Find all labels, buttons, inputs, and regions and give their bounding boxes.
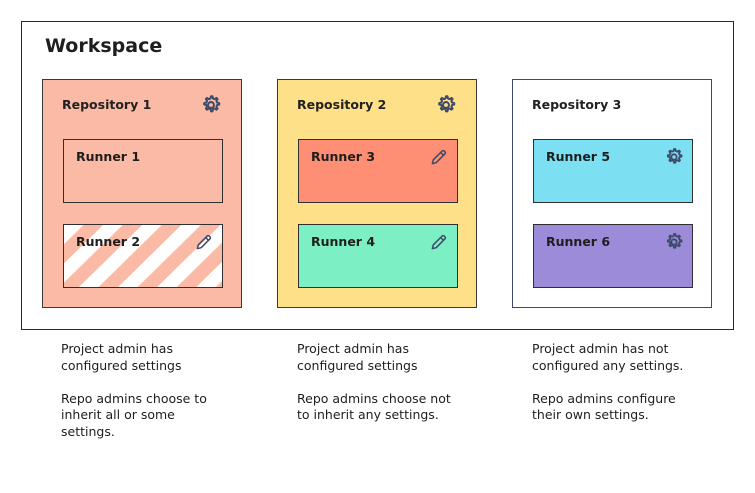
runner-card-4[interactable]: Runner 4 — [298, 224, 458, 288]
runner-label: Runner 5 — [546, 149, 611, 164]
caption-repository-2: Project admin has configured settings Re… — [297, 341, 462, 440]
repository-card-2: Repository 2 Runner 3 Runner 4 — [277, 79, 477, 308]
runner-card-5[interactable]: Runner 5 — [533, 139, 693, 203]
runner-label: Runner 2 — [76, 234, 141, 249]
gear-icon[interactable] — [435, 94, 457, 116]
repository-title: Repository 1 — [62, 97, 152, 112]
repository-card-1: Repository 1 Runner 1 Runner 2 — [42, 79, 242, 308]
runner-label: Runner 4 — [311, 234, 376, 249]
pencil-icon[interactable] — [429, 232, 449, 252]
repository-card-3: Repository 3 Runner 5 Runner 6 — [512, 79, 712, 308]
runner-label: Runner 3 — [311, 149, 376, 164]
runner-card-1[interactable]: Runner 1 — [63, 139, 223, 203]
runner-card-2[interactable]: Runner 2 — [63, 224, 223, 288]
runner-label: Runner 1 — [76, 149, 141, 164]
repository-title: Repository 2 — [297, 97, 387, 112]
runner-card-6[interactable]: Runner 6 — [533, 224, 693, 288]
caption-line: Repo admins choose not to inherit any se… — [297, 390, 451, 423]
caption-line: Repo admins choose to inherit all or som… — [61, 390, 207, 439]
runner-label: Runner 6 — [546, 234, 611, 249]
gear-icon[interactable] — [200, 94, 222, 116]
caption-repository-1: Project admin has configured settings Re… — [61, 341, 226, 457]
caption-line: Project admin has configured settings — [61, 341, 182, 373]
workspace-container: Workspace Repository 1 Runner 1 Runner 2 — [21, 21, 734, 330]
caption-line: Project admin has not configured any set… — [532, 341, 684, 373]
caption-repository-3: Project admin has not configured any set… — [532, 341, 702, 440]
repository-title: Repository 3 — [532, 97, 622, 112]
pencil-icon[interactable] — [429, 147, 449, 167]
caption-line: Repo admins configure their own settings… — [532, 390, 676, 423]
gear-icon[interactable] — [664, 147, 684, 167]
pencil-icon[interactable] — [194, 232, 214, 252]
caption-line: Project admin has configured settings — [297, 341, 418, 373]
diagonal-stripes-pattern — [64, 225, 222, 287]
gear-icon[interactable] — [664, 232, 684, 252]
runner-card-3[interactable]: Runner 3 — [298, 139, 458, 203]
workspace-title: Workspace — [45, 35, 163, 57]
